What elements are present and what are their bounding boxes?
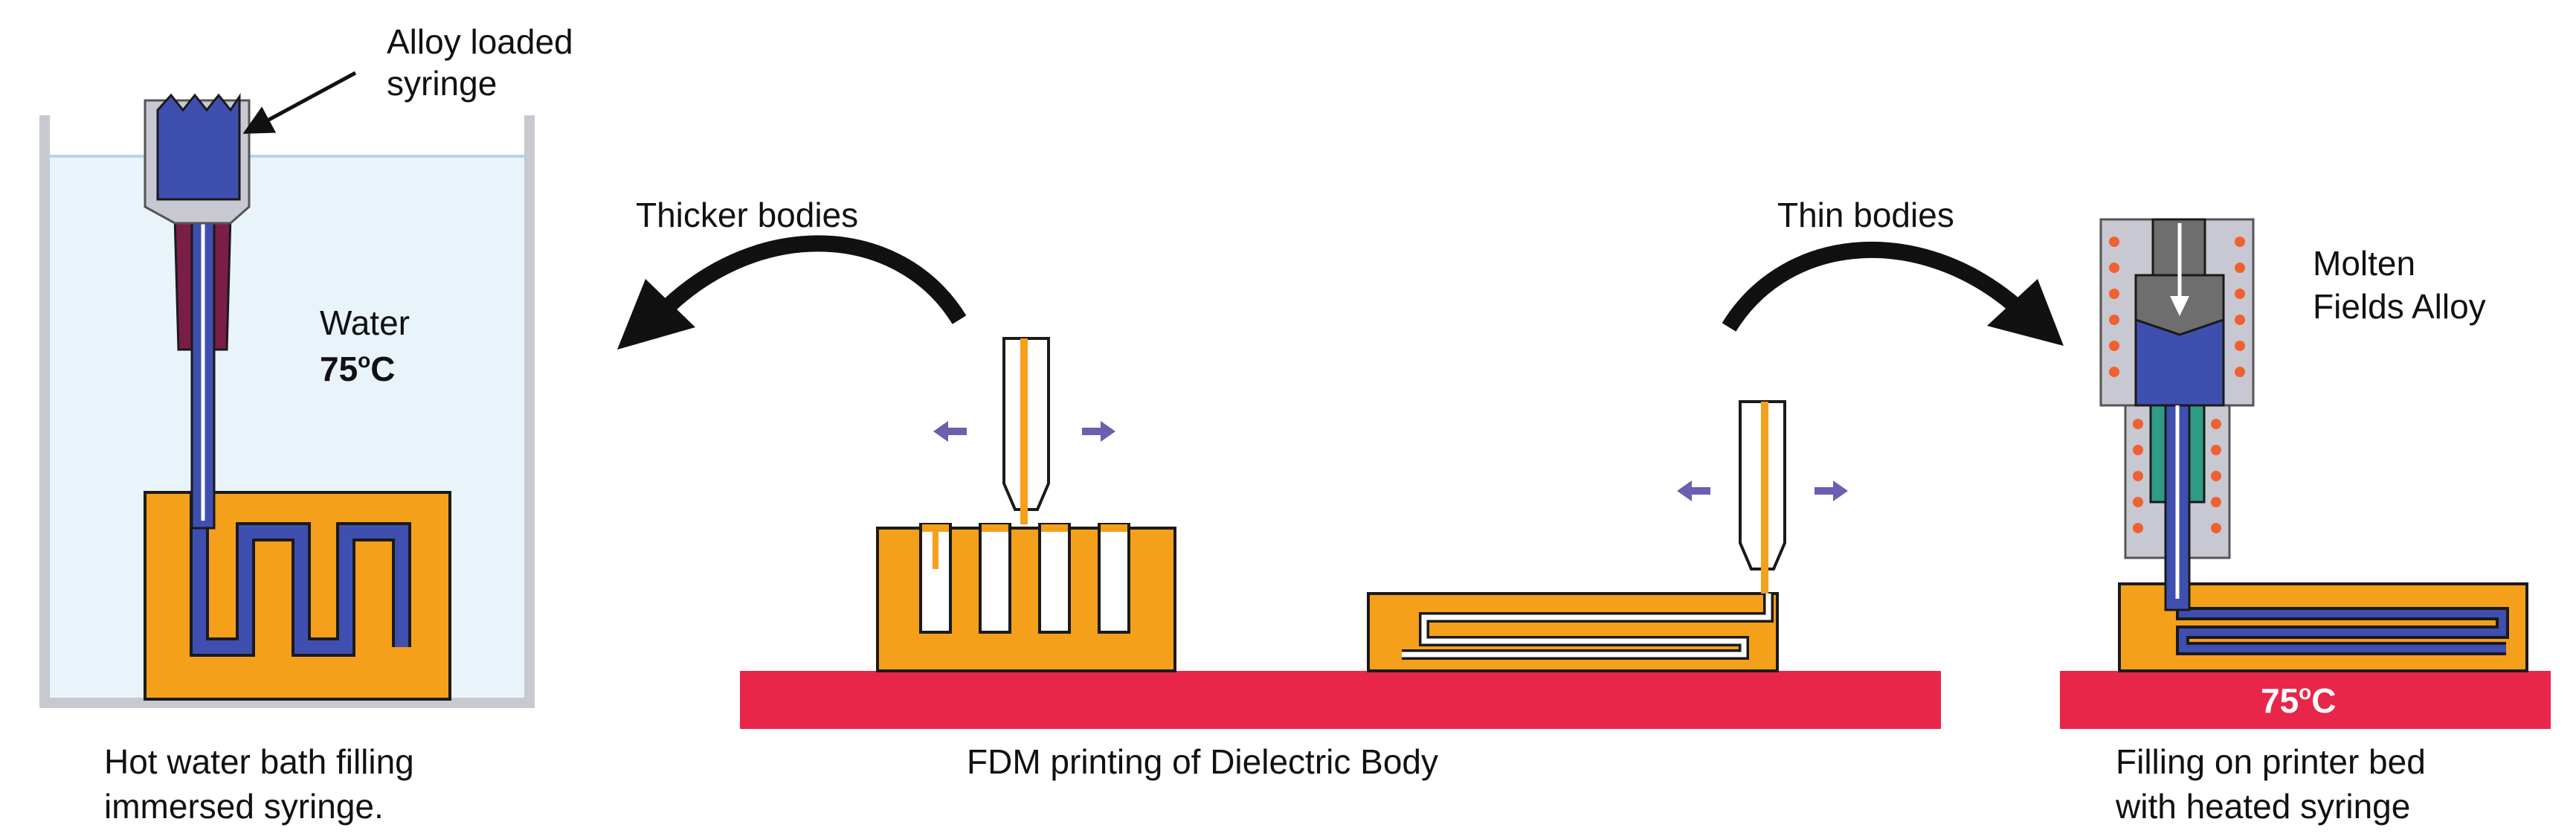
water-temperature: 75oC [320, 349, 396, 388]
syringe-label-arrow [242, 71, 357, 135]
thick-body-channels [919, 523, 1130, 634]
heated-syringe-panel: 75oC Molten Fields Allo [2060, 218, 2551, 826]
syringe-label-line1: Alloy loaded [387, 22, 573, 61]
curved-arrow-icon [1722, 241, 2029, 332]
thin-bodies-arrow: Thin bodies [1722, 196, 2064, 346]
molten-label-line1: Molten [2313, 244, 2415, 283]
center-caption: FDM printing of Dielectric Body [967, 742, 1438, 781]
hot-water-bath-panel: Alloy loaded syringe Water 75oC Hot wate… [39, 22, 573, 826]
thin-bodies-label: Thin bodies [1777, 196, 1954, 234]
heated-printer-bed [2060, 671, 2551, 729]
syringe-label-line2: syringe [387, 64, 497, 103]
beaker [39, 115, 535, 708]
thicker-bodies-label: Thicker bodies [636, 196, 858, 234]
double-arrow-icon [1677, 480, 1848, 501]
double-arrow-icon [933, 421, 1115, 442]
molten-label-line2: Fields Alloy [2313, 287, 2486, 326]
curved-arrow-icon [656, 235, 967, 324]
left-caption-line2: immersed syringe. [104, 787, 384, 826]
printer-bed [740, 671, 1941, 729]
right-caption-line1: Filling on printer bed [2116, 742, 2426, 781]
water-label: Water [320, 303, 410, 342]
right-caption-line2: with heated syringe [2115, 787, 2410, 826]
fdm-printing-panel: FDM printing of Dielectric Body [740, 337, 1941, 781]
heater-coil-dots [2109, 237, 2245, 533]
bed-temperature: 75oC [2261, 681, 2337, 720]
alloy-plug [156, 93, 241, 201]
thicker-bodies-arrow: Thicker bodies [617, 196, 967, 350]
molten-alloy [2134, 318, 2225, 407]
left-caption-line1: Hot water bath filling [104, 742, 414, 781]
